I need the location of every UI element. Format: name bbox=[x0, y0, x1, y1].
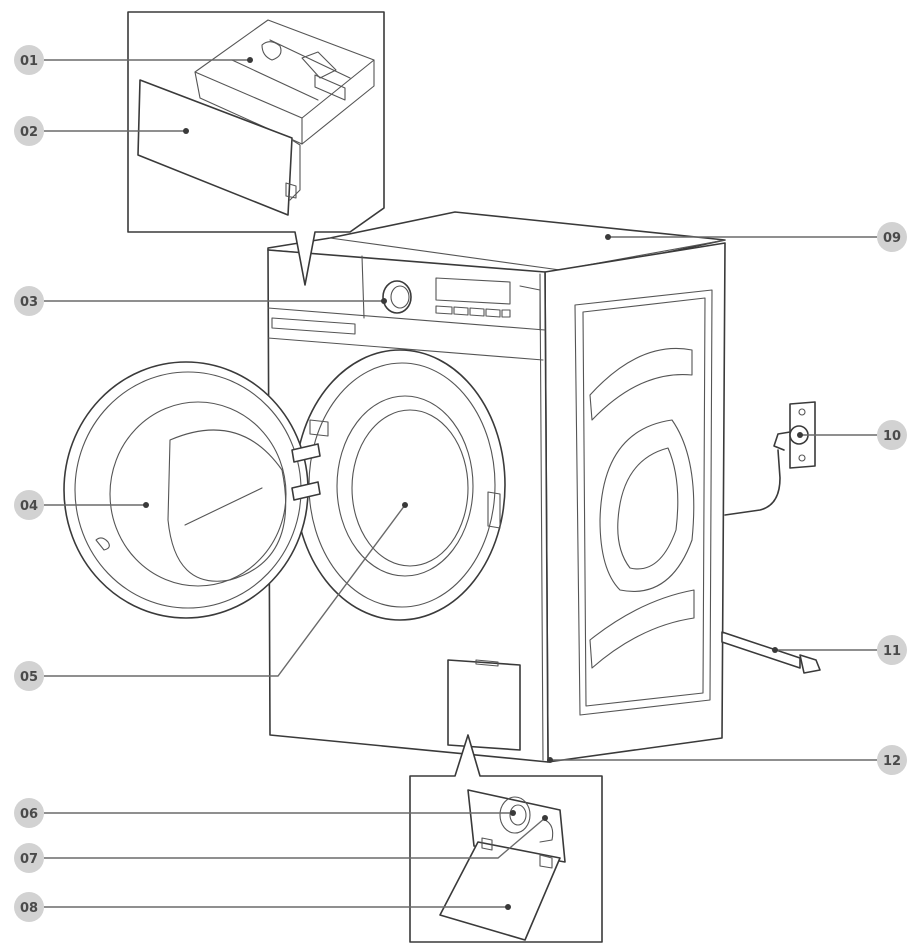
callout-02: 02 bbox=[14, 116, 44, 146]
side-panel-embossing bbox=[574, 289, 713, 716]
callout-02-label: 02 bbox=[20, 125, 38, 140]
callout-12: 12 bbox=[877, 745, 907, 775]
callout-05: 05 bbox=[14, 661, 44, 691]
callout-05-label: 05 bbox=[20, 670, 38, 685]
pump-filter-inset bbox=[409, 734, 603, 943]
callout-06-label: 06 bbox=[20, 807, 38, 822]
callout-07: 07 bbox=[14, 843, 44, 873]
leader-lines bbox=[44, 59, 877, 908]
leader-05 bbox=[44, 504, 406, 677]
callout-03-label: 03 bbox=[20, 295, 38, 310]
control-panel bbox=[435, 277, 541, 331]
callout-11-label: 11 bbox=[883, 644, 901, 659]
power-outlet bbox=[724, 401, 816, 516]
open-door bbox=[63, 361, 329, 619]
callout-10-label: 10 bbox=[883, 429, 901, 444]
drum-opening bbox=[294, 349, 506, 621]
callout-01-label: 01 bbox=[20, 54, 38, 69]
callout-10: 10 bbox=[877, 420, 907, 450]
callout-03: 03 bbox=[14, 286, 44, 316]
callout-04-label: 04 bbox=[20, 499, 38, 514]
program-knob bbox=[382, 280, 412, 314]
callout-07-label: 07 bbox=[20, 852, 38, 867]
detergent-drawer-inset bbox=[127, 11, 385, 286]
callout-09: 09 bbox=[877, 222, 907, 252]
leader-dots bbox=[143, 57, 803, 910]
callout-09-label: 09 bbox=[883, 231, 901, 246]
callout-08-label: 08 bbox=[20, 901, 38, 916]
filter-hatch bbox=[447, 659, 521, 751]
callout-08: 08 bbox=[14, 892, 44, 922]
callout-06: 06 bbox=[14, 798, 44, 828]
drain-hose bbox=[721, 631, 821, 674]
callout-11: 11 bbox=[877, 635, 907, 665]
leader-07 bbox=[44, 817, 546, 859]
callout-04: 04 bbox=[14, 490, 44, 520]
callout-01: 01 bbox=[14, 45, 44, 75]
callout-12-label: 12 bbox=[883, 754, 901, 769]
